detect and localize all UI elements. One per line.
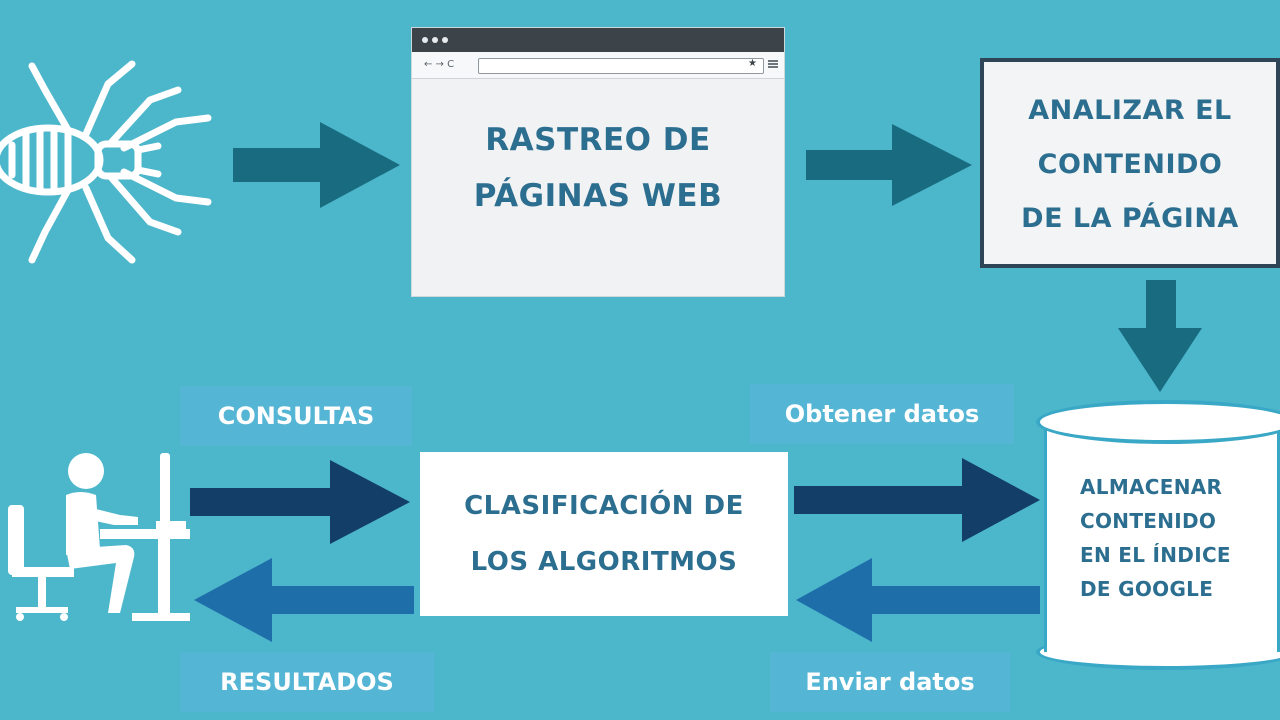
browser-toolbar: ← → C ★ — [412, 52, 784, 79]
analizar-line-3: DE LA PÁGINA — [1021, 203, 1239, 234]
window-dot-icon — [442, 37, 448, 43]
arrow-rastreo-to-analizar — [806, 124, 972, 206]
analizar-label: ANALIZAR EL CONTENIDO DE LA PÁGINA — [984, 84, 1276, 246]
rastreo-browser-node: ← → C ★ RASTREO DE PÁGINAS WEB — [412, 28, 784, 296]
clasificacion-line-1: CLASIFICACIÓN DE — [464, 491, 744, 521]
almacenar-line-4: DE GOOGLE — [1080, 577, 1214, 601]
star-icon: ★ — [748, 58, 757, 69]
analizar-line-1: ANALIZAR EL — [1028, 95, 1232, 126]
arrow-analizar-to-almacenar — [1118, 280, 1202, 392]
database-cylinder-icon — [1044, 416, 1280, 652]
rastreo-line-1: RASTREO DE — [485, 122, 711, 158]
arrow-consultas — [190, 460, 410, 544]
menu-icon — [768, 60, 778, 68]
browser-url-bar: ★ — [478, 58, 764, 74]
analizar-node: ANALIZAR EL CONTENIDO DE LA PÁGINA — [980, 58, 1280, 268]
almacenar-line-2: CONTENIDO — [1080, 509, 1217, 533]
clasificacion-node: CLASIFICACIÓN DE LOS ALGORITMOS — [420, 452, 788, 616]
window-dot-icon — [422, 37, 428, 43]
clasificacion-label: CLASIFICACIÓN DE LOS ALGORITMOS — [420, 478, 788, 590]
arrow-enviar-datos — [796, 558, 1040, 642]
label-enviar-datos: Enviar datos — [770, 652, 1010, 712]
arrow-resultados — [194, 558, 414, 642]
database-cylinder-top — [1036, 400, 1280, 444]
label-consultas: CONSULTAS — [180, 386, 412, 446]
almacenar-line-3: EN EL ÍNDICE — [1080, 543, 1231, 567]
label-obtener-datos: Obtener datos — [750, 384, 1014, 444]
almacenar-line-1: ALMACENAR — [1080, 475, 1223, 499]
spider-icon — [0, 60, 212, 264]
arrow-obtener-datos — [794, 458, 1040, 542]
label-resultados: RESULTADOS — [180, 652, 434, 712]
arrow-spider-to-rastreo — [233, 122, 400, 208]
window-dot-icon — [432, 37, 438, 43]
rastreo-line-2: PÁGINAS WEB — [473, 178, 723, 214]
analizar-line-2: CONTENIDO — [1037, 149, 1223, 180]
person-at-computer-icon — [8, 453, 190, 621]
rastreo-label: RASTREO DE PÁGINAS WEB — [412, 112, 784, 224]
clasificacion-line-2: LOS ALGORITMOS — [470, 547, 738, 577]
almacenar-label: ALMACENAR CONTENIDO EN EL ÍNDICE DE GOOG… — [1080, 470, 1270, 606]
browser-nav-icons: ← → C — [424, 59, 455, 70]
browser-titlebar — [412, 28, 784, 52]
